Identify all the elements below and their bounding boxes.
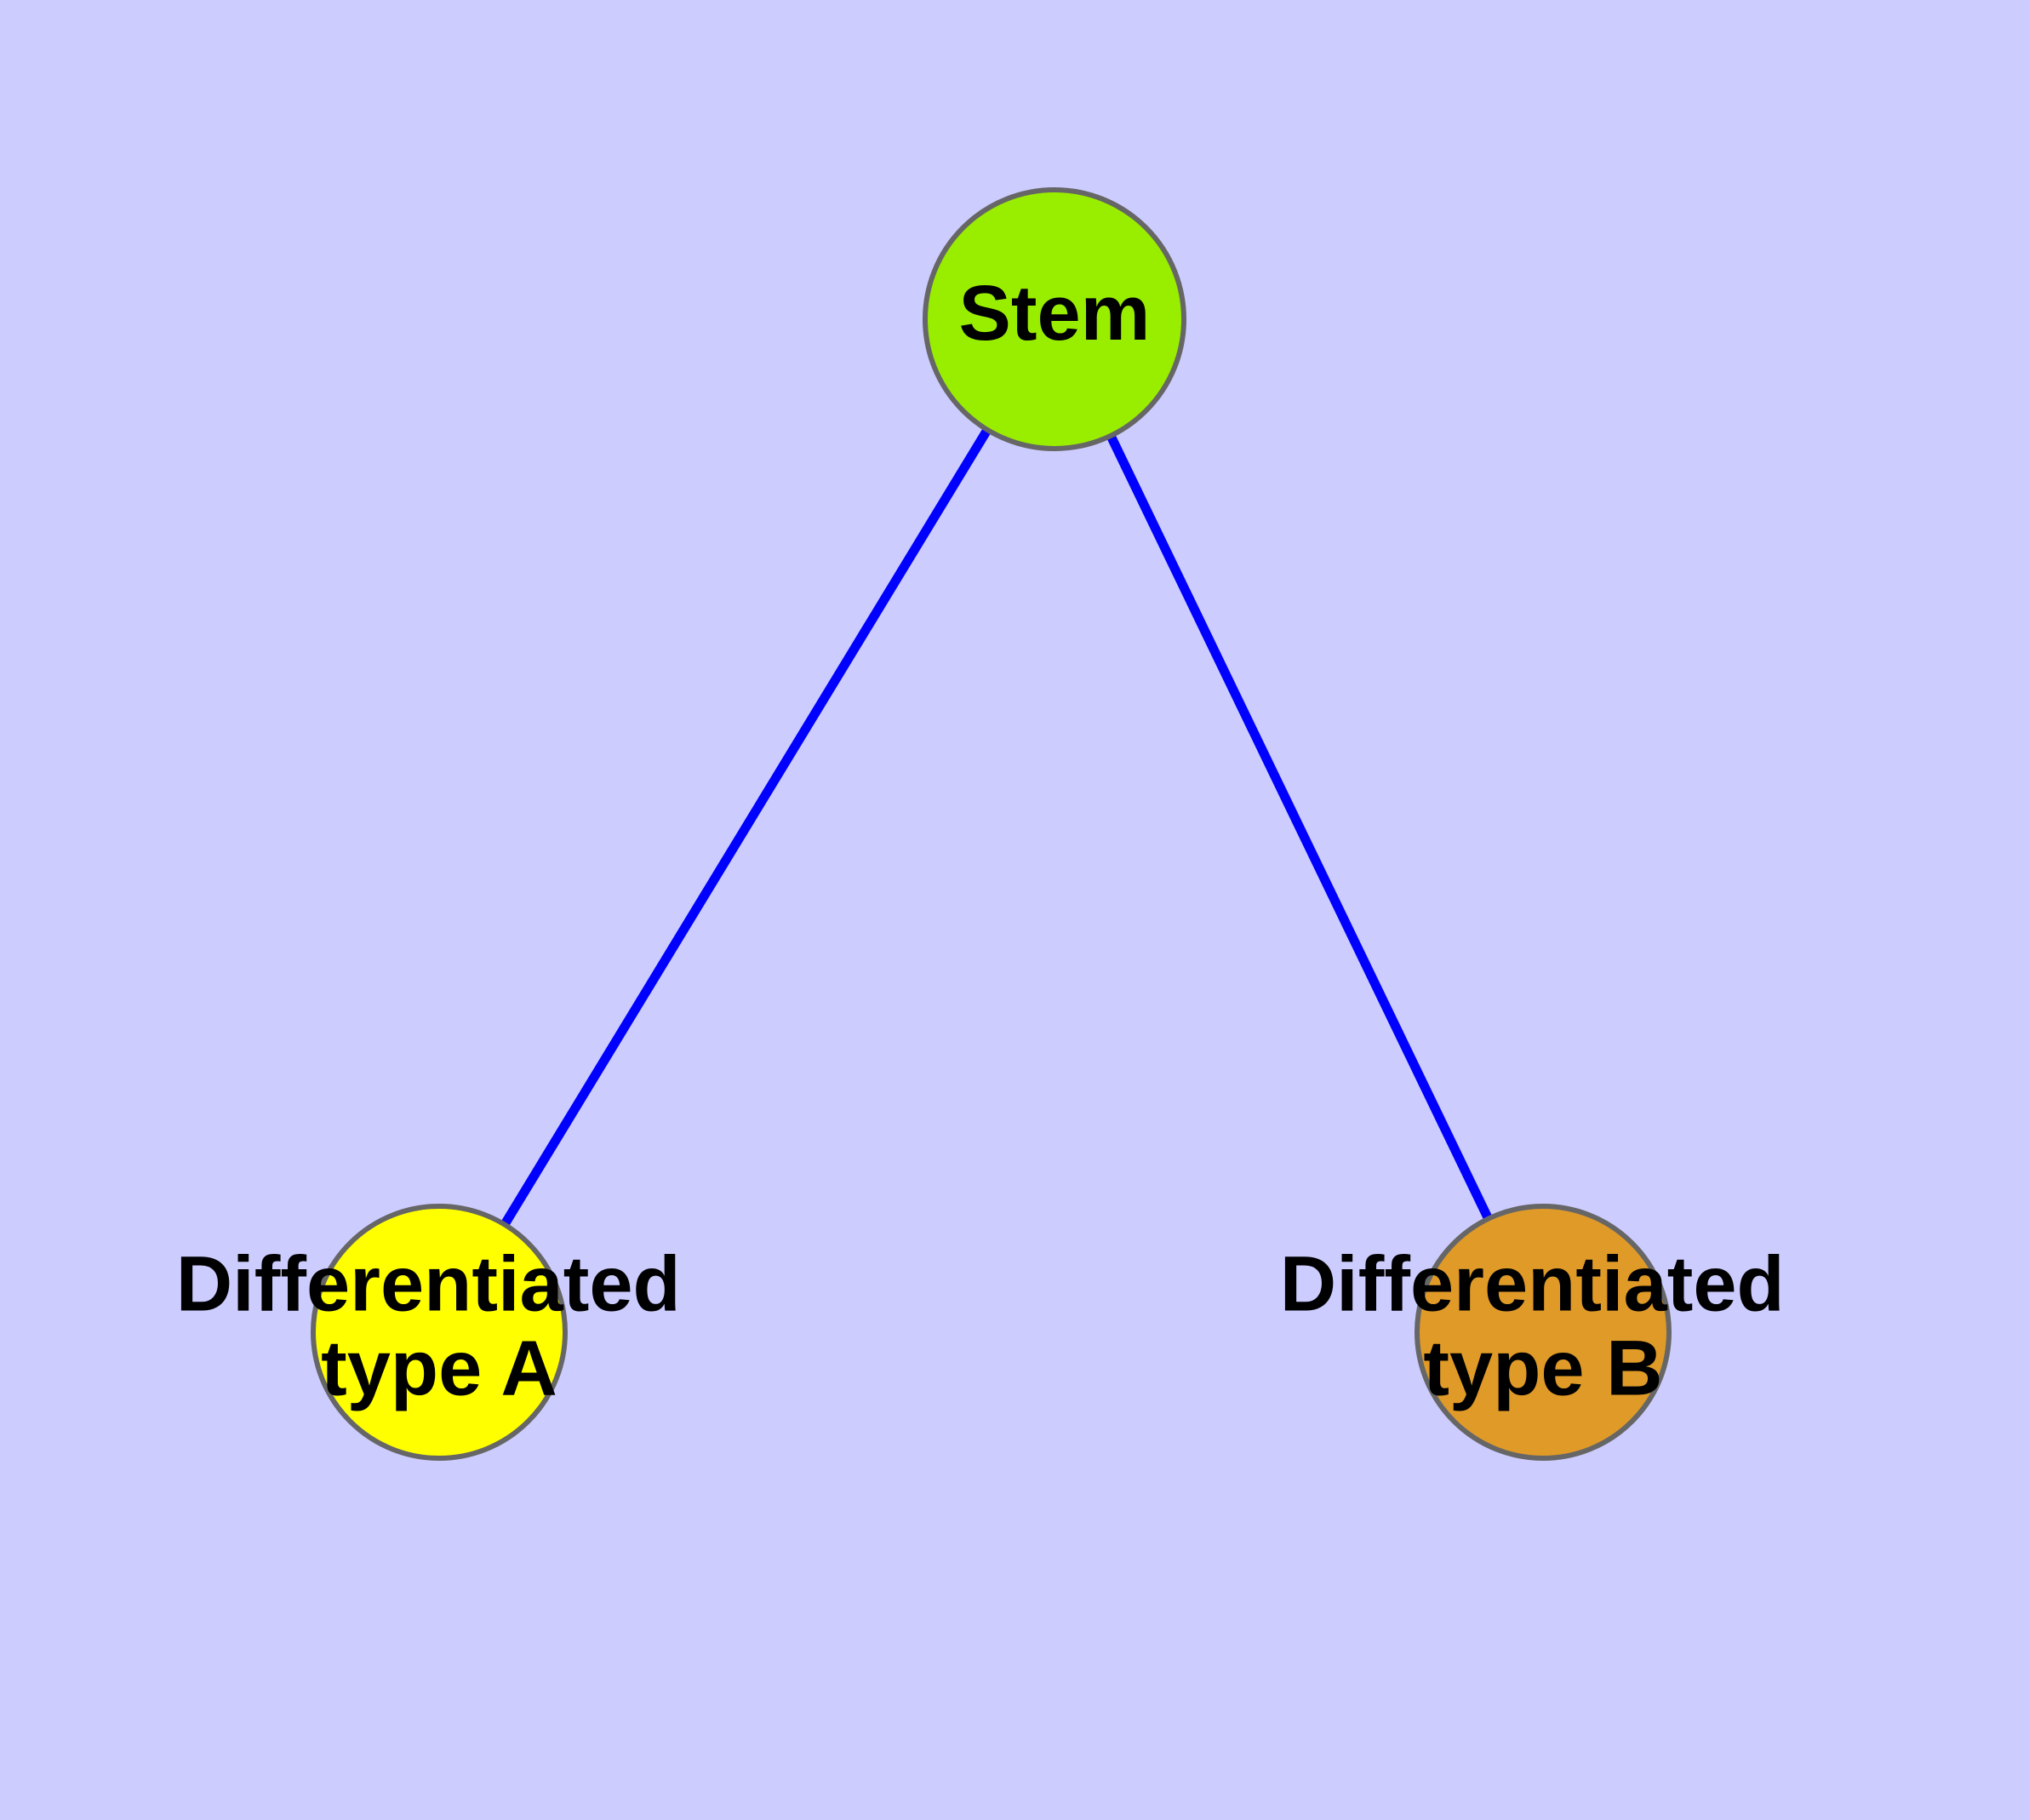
node-diff-a-label: Differentiated type A	[176, 1241, 703, 1412]
edge-layer	[435, 317, 1547, 1335]
node-diff-b-label: Differentiated type B	[1280, 1241, 1807, 1412]
node-stem-label-line-1: Stem	[959, 270, 1151, 357]
edge-stem-to-diff-b[interactable]	[1050, 317, 1547, 1335]
node-stem[interactable]: Stem	[923, 187, 1186, 451]
node-diff-a-circle[interactable]	[311, 1204, 568, 1461]
node-diff-b[interactable]: Differentiated type B	[1280, 1204, 1807, 1461]
node-layer: Stem Differentiated type A Differentiate…	[176, 187, 1807, 1461]
node-diff-b-circle[interactable]	[1415, 1204, 1672, 1461]
node-stem-label: Stem	[959, 270, 1151, 357]
node-diff-b-label-line-2: type B	[1423, 1325, 1662, 1412]
edge-stem-to-diff-a[interactable]	[435, 317, 1059, 1335]
node-diff-b-label-line-1: Differentiated	[1280, 1241, 1785, 1328]
node-diff-a-label-line-2: type A	[321, 1325, 557, 1412]
node-stem-circle[interactable]	[923, 187, 1186, 451]
node-diff-a-label-line-1: Differentiated	[176, 1241, 681, 1328]
node-diff-a[interactable]: Differentiated type A	[176, 1204, 703, 1461]
